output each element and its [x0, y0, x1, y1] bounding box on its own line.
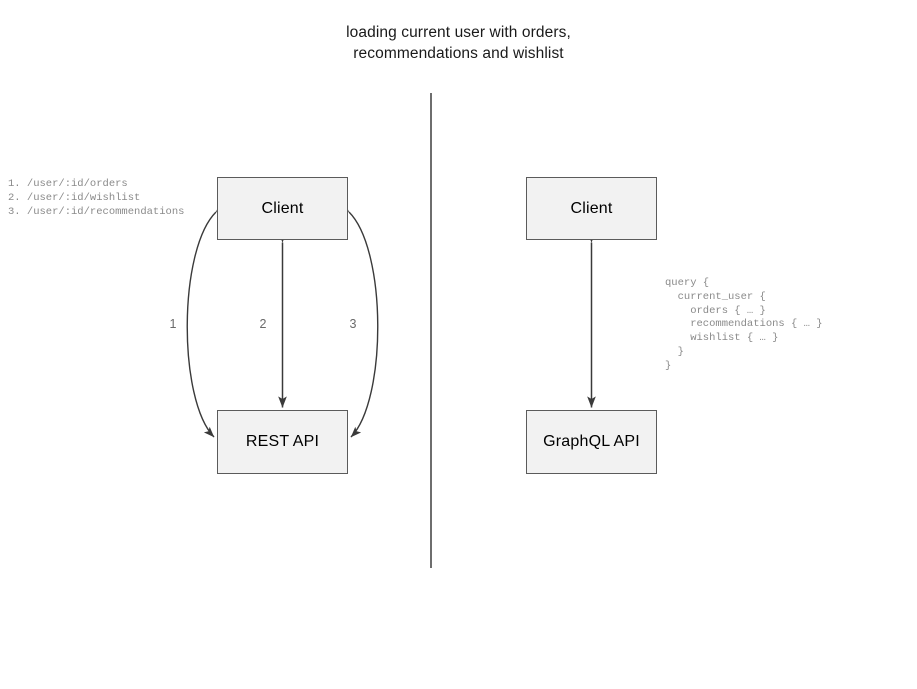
- rest-api-node[interactable]: REST API: [217, 410, 348, 474]
- graphql-api-node[interactable]: GraphQL API: [526, 410, 657, 474]
- graphql-query-annotation: query { current_user { orders { … } reco…: [665, 277, 823, 372]
- rest-edge-label-2: 2: [259, 317, 267, 331]
- rest-connector-1: [186, 201, 227, 438]
- rest-client-node[interactable]: Client: [217, 177, 348, 240]
- graphql-api-label: GraphQL API: [543, 433, 640, 450]
- vertical-section-divider: [430, 93, 432, 568]
- rest-api-label: REST API: [245, 433, 320, 450]
- graphql-client-node[interactable]: Client: [526, 177, 657, 240]
- graphql-client-label: Client: [570, 199, 613, 217]
- rest-edge-label-1: 1: [169, 317, 177, 331]
- page-title: loading current user with orders, recomm…: [346, 24, 571, 62]
- rest-edge-label-3: 3: [349, 317, 357, 331]
- rest-endpoints-annotation: 1. /user/:id/orders 2. /user/:id/wishlis…: [8, 178, 185, 218]
- rest-client-label: Client: [261, 199, 304, 217]
